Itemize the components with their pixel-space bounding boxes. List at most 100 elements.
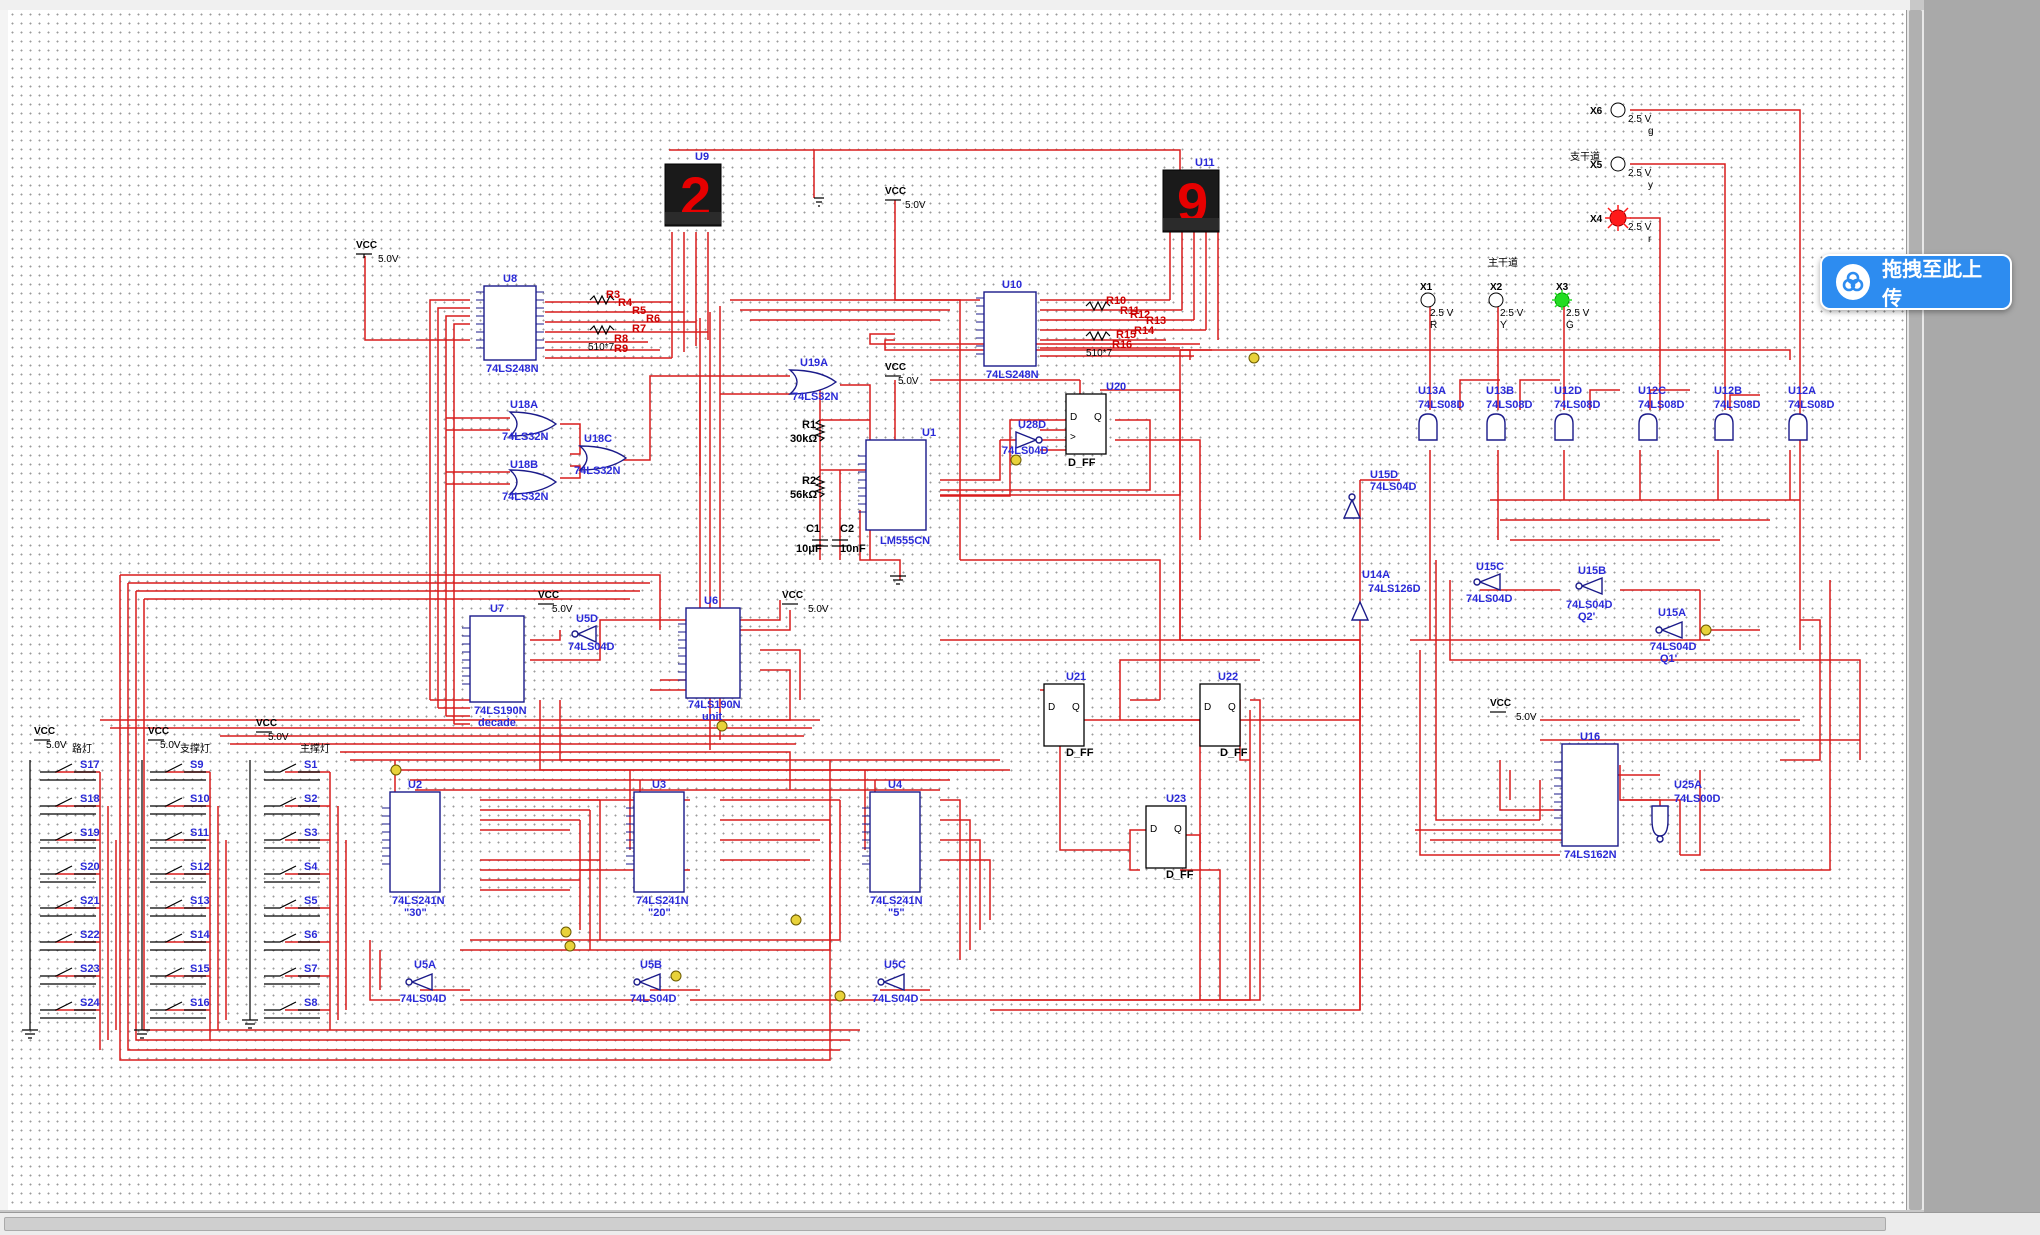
- switch-s8[interactable]: S8: [264, 997, 320, 1019]
- junction-probe-marker: [790, 914, 802, 926]
- svg-text:74LS04D: 74LS04D: [1566, 599, 1613, 611]
- svg-text:U5A: U5A: [414, 959, 436, 971]
- switch-s3[interactable]: S3: [264, 827, 320, 849]
- switch-s6[interactable]: S6: [264, 929, 320, 951]
- switch-s10[interactable]: S10: [150, 793, 210, 815]
- svg-text:R9: R9: [614, 343, 628, 355]
- switch-group-main: 主撑灯: [242, 742, 330, 1029]
- svg-text:74LS04D: 74LS04D: [630, 993, 677, 1005]
- switch-s16[interactable]: S16: [150, 997, 210, 1019]
- svg-text:5.0V: 5.0V: [898, 376, 919, 387]
- upload-button[interactable]: 拖拽至此上传: [1820, 254, 2012, 310]
- svg-text:D_FF: D_FF: [1066, 747, 1094, 759]
- svg-text:R3: R3: [606, 289, 620, 301]
- switch-symbol: [264, 933, 320, 951]
- svg-text:路灯: 路灯: [72, 742, 92, 755]
- and-gate-part: 74LS08D: [1714, 399, 1761, 411]
- switch-s14[interactable]: S14: [150, 929, 210, 951]
- junction-probe-marker: [390, 764, 402, 776]
- switch-s24[interactable]: S24: [40, 997, 100, 1019]
- svg-text:510*7: 510*7: [588, 342, 615, 353]
- switch-s17[interactable]: S17: [40, 759, 100, 781]
- horizontal-scrollbar[interactable]: [0, 1212, 2040, 1235]
- buffer-u2: U2 74LS241N "30": [381, 779, 445, 919]
- svg-text:支干道: 支干道: [1570, 150, 1600, 163]
- svg-text:g: g: [1648, 126, 1654, 137]
- svg-text:R: R: [1430, 320, 1437, 331]
- switch-s9[interactable]: S9: [150, 759, 206, 781]
- svg-text:5.0V: 5.0V: [46, 740, 67, 751]
- svg-text:U14A: U14A: [1362, 569, 1390, 581]
- svg-text:"5": "5": [888, 907, 905, 919]
- switch-s15[interactable]: S15: [150, 963, 210, 985]
- switch-symbol: [150, 1001, 206, 1019]
- vcc-symbol: VCC 5.0V: [538, 590, 573, 615]
- vcc-symbol: VCC 5.0V: [782, 590, 829, 615]
- probe-x1: X1 2.5 V R: [1420, 282, 1454, 331]
- svg-text:U10: U10: [1002, 279, 1022, 291]
- switch-s4[interactable]: S4: [264, 861, 320, 883]
- svg-text:X1: X1: [1420, 282, 1433, 293]
- counter-u6: U6 74LS190N unit: [677, 595, 741, 723]
- svg-text:U15C: U15C: [1476, 561, 1504, 573]
- svg-text:支撑灯: 支撑灯: [180, 742, 210, 755]
- svg-text:R13: R13: [1146, 315, 1166, 327]
- switch-symbol: [150, 763, 206, 781]
- vcc-symbol: VCC 5.0V: [885, 186, 926, 211]
- svg-text:74LS32N: 74LS32N: [792, 391, 839, 403]
- switch-s2[interactable]: S2: [264, 793, 320, 815]
- svg-text:X5: X5: [1590, 160, 1603, 171]
- svg-text:U9: U9: [695, 151, 709, 163]
- svg-text:74LS04D: 74LS04D: [1466, 593, 1513, 605]
- switch-label: S14: [190, 929, 210, 941]
- svg-text:74LS04D: 74LS04D: [1650, 641, 1697, 653]
- svg-text:VCC: VCC: [885, 186, 906, 197]
- vcc-symbol: VCC 5.0V: [256, 718, 289, 743]
- switch-s19[interactable]: S19: [40, 827, 100, 849]
- svg-text:2.5 V: 2.5 V: [1628, 114, 1652, 125]
- switch-symbol: [40, 831, 96, 849]
- and-gate-body: [1486, 413, 1506, 441]
- switch-s7[interactable]: S7: [264, 963, 320, 985]
- switch-s21[interactable]: S21: [40, 895, 100, 917]
- vertical-scrollbar[interactable]: [1906, 10, 1925, 1210]
- buffer-u3: U3 74LS241N "20": [625, 779, 689, 919]
- svg-text:U18C: U18C: [584, 433, 612, 445]
- switch-symbol: [150, 831, 206, 849]
- svg-text:5.0V: 5.0V: [552, 604, 573, 615]
- or-gate-u19a: U19A 74LS32N: [788, 357, 839, 403]
- timer-lm555: U1 LM555CN R1 30kΩ R2 56kΩ C1 10μF C2 10…: [790, 419, 936, 585]
- inverter-u5c: U5C 74LS04D: [872, 959, 919, 1005]
- and-gate-ref: U12A: [1788, 385, 1816, 397]
- inverter-u15d: U15D 74LS04D: [1342, 469, 1417, 519]
- switch-s23[interactable]: S23: [40, 963, 100, 985]
- svg-text:D_FF: D_FF: [1220, 747, 1248, 759]
- svg-text:74LS241N: 74LS241N: [870, 895, 923, 907]
- switch-s13[interactable]: S13: [150, 895, 210, 917]
- switch-s18[interactable]: S18: [40, 793, 100, 815]
- switch-s11[interactable]: S11: [150, 827, 209, 849]
- svg-text:74LS32N: 74LS32N: [502, 491, 549, 503]
- switch-s5[interactable]: S5: [264, 895, 320, 917]
- schematic-drawing[interactable]: U9 2 U11 9 VCC 5.0V VCC 5.0V VCC 5.0V VC…: [0, 0, 1906, 1212]
- svg-text:74LS32N: 74LS32N: [502, 431, 549, 443]
- switch-s20[interactable]: S20: [40, 861, 100, 883]
- switch-symbol: [150, 797, 206, 815]
- switch-s12[interactable]: S12: [150, 861, 210, 883]
- vertical-scroll-thumb[interactable]: [1909, 10, 1922, 1210]
- svg-text:R4: R4: [618, 297, 633, 309]
- horizontal-scroll-thumb[interactable]: [4, 1217, 1886, 1231]
- decoder-u10: U10 74LS248N R10 R11 R12 R13 R14 R15 R16…: [975, 279, 1166, 381]
- and-gate-body: [1638, 413, 1658, 441]
- switch-symbol: [150, 967, 206, 985]
- svg-text:U25A: U25A: [1674, 779, 1702, 791]
- switch-s22[interactable]: S22: [40, 929, 100, 951]
- vcc-symbol: VCC 5.0V: [885, 362, 919, 387]
- switch-symbol: [40, 763, 96, 781]
- switch-s1[interactable]: S1: [264, 759, 320, 781]
- svg-text:U16: U16: [1580, 731, 1600, 743]
- switch-symbol: [150, 865, 206, 883]
- svg-text:D_FF: D_FF: [1068, 457, 1096, 469]
- svg-text:R2: R2: [802, 475, 816, 487]
- svg-text:r: r: [1648, 234, 1652, 245]
